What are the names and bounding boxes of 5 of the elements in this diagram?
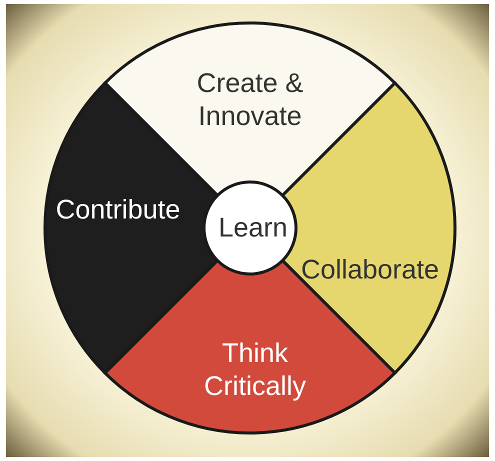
segment-label: Collaborate (300, 253, 440, 286)
segment-label: Learn (217, 212, 289, 244)
segment-label: Contribute (54, 193, 182, 226)
segment-label: Create & Innovate (196, 67, 304, 133)
segment-label: Think Critically (202, 337, 307, 403)
